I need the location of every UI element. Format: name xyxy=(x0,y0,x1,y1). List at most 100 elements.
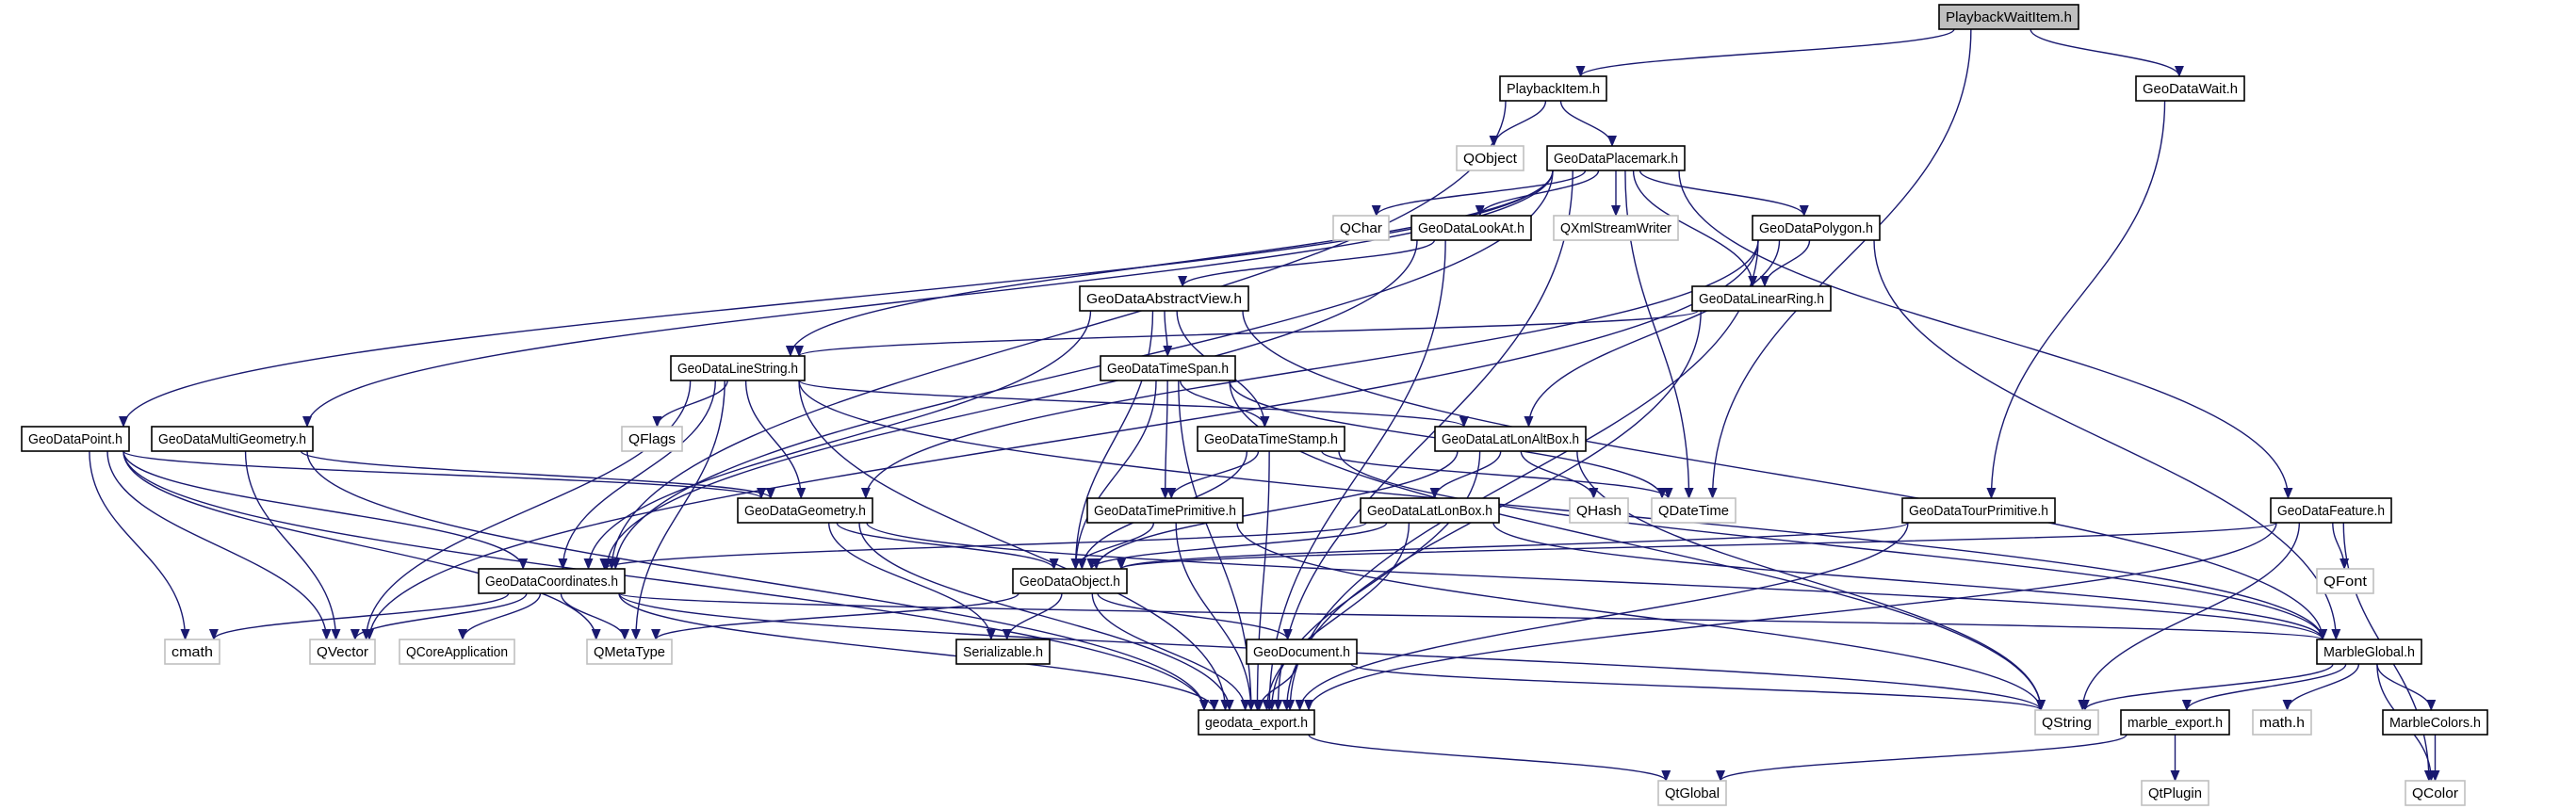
node-label: GeoDataAbstractView.h xyxy=(1086,291,1242,307)
node-box xyxy=(2135,75,2245,102)
node-geodatatimestamp-h[interactable]: GeoDataTimeStamp.h xyxy=(1197,426,1345,452)
node-geodatalinearring-h[interactable]: GeoDataLinearRing.h xyxy=(1691,285,1832,312)
edge-geodatalinearring-h-to-geodatalinestring-h xyxy=(794,310,1699,357)
edge-geodatacoordinates-h-to-qvector xyxy=(350,592,528,640)
node-box xyxy=(1456,145,1524,171)
node-label: GeoDataPoint.h xyxy=(28,431,122,447)
node-box xyxy=(1332,215,1390,241)
edge-geodatafeature-h-to-qstring xyxy=(2078,522,2301,711)
node-geodatacoordinates-h[interactable]: GeoDataCoordinates.h xyxy=(478,568,626,594)
node-marblecolors-h[interactable]: MarbleColors.h xyxy=(2382,709,2488,736)
node-geodatalatlonaltbox-h[interactable]: GeoDataLatLonAltBox.h xyxy=(1434,426,1587,452)
edge-geodatatimestamp-h-to-geodatatimeprimitive-h xyxy=(1166,450,1260,499)
node-label: GeoDocument.h xyxy=(1253,644,1350,660)
node-box xyxy=(1569,497,1629,524)
edge-geodatapolygon-h-to-geodatageometry-h xyxy=(860,239,1759,499)
edge-geodatapolygon-h-to-geodata-export-h xyxy=(1285,239,1759,711)
node-box xyxy=(1553,215,1679,241)
edge-geodataobject-h-to-serializable-h xyxy=(1002,592,1063,640)
node-label: MarbleGlobal.h xyxy=(2323,644,2415,660)
edge-geodatalatlonaltbox-h-to-qhash xyxy=(1520,450,1599,499)
edge-geodatalinestring-h-to-geodatacoordinates-h xyxy=(558,380,716,570)
node-geodataabstractview-h[interactable]: GeoDataAbstractView.h xyxy=(1079,285,1249,312)
node-geodatamultigeometry-h[interactable]: GeoDataMultiGeometry.h xyxy=(151,426,314,452)
edge-geodatalookat-h-to-geodatacoordinates-h xyxy=(602,239,1418,570)
edge-geodatapoint-h-to-geodatageometry-h xyxy=(122,450,766,499)
node-geodatalinestring-h[interactable]: GeoDataLineString.h xyxy=(670,355,806,381)
node-geodatawait-h[interactable]: GeoDataWait.h xyxy=(2135,75,2245,102)
node-qdatetime: QDateTime xyxy=(1651,497,1736,524)
edge-playbackwaititem-h-to-geodatawait-h xyxy=(2030,28,2184,77)
node-label: QVector xyxy=(317,644,368,660)
edge-geodatageometry-h-to-serializable-h xyxy=(828,522,996,640)
edge-geodatalatlonaltbox-h-to-qstring xyxy=(1576,450,2046,711)
node-box xyxy=(1546,145,1686,171)
edge-geodatapolygon-h-to-geodatalatlonaltbox-h xyxy=(1524,239,1781,428)
node-math-h: math.h xyxy=(2252,709,2312,736)
edge-geodatacoordinates-h-to-qmetatype xyxy=(560,592,630,640)
node-geodatafeature-h[interactable]: GeoDataFeature.h xyxy=(2270,497,2392,524)
node-label: PlaybackWaitItem.h xyxy=(1946,9,2072,25)
edge-geodataobject-h-to-qmetatype xyxy=(651,592,1019,640)
edge-geodatalatlonbox-h-to-marbleglobal-h xyxy=(1492,522,2327,640)
node-box xyxy=(478,568,626,594)
edge-geodatafeature-h-to-qfont xyxy=(2332,522,2350,570)
node-box xyxy=(2034,709,2099,736)
node-geodata-export-h[interactable]: geodata_export.h xyxy=(1198,709,1315,736)
node-marbleglobal-h[interactable]: MarbleGlobal.h xyxy=(2316,639,2422,665)
node-geodatageometry-h[interactable]: GeoDataGeometry.h xyxy=(737,497,873,524)
node-label: QFont xyxy=(2323,574,2368,590)
node-box xyxy=(2252,709,2312,736)
edge-geodatalinestring-h-to-qflags xyxy=(652,380,728,428)
node-playbackwaititem-h[interactable]: PlaybackWaitItem.h xyxy=(1938,4,2079,30)
edge-geodataplacemark-h-to-geodata-export-h xyxy=(1273,170,1573,711)
node-playbackitem-h[interactable]: PlaybackItem.h xyxy=(1499,75,1607,102)
node-label: QMetaType xyxy=(594,644,665,660)
node-label: GeoDataTourPrimitive.h xyxy=(1909,503,2048,519)
node-geodatatimespan-h[interactable]: GeoDataTimeSpan.h xyxy=(1100,355,1236,381)
node-qchar: QChar xyxy=(1332,215,1390,241)
node-qvector: QVector xyxy=(309,639,376,665)
edge-geodatalatlonaltbox-h-to-geodataobject-h xyxy=(1091,450,1459,570)
node-label: GeoDataLatLonAltBox.h xyxy=(1442,431,1579,447)
node-geodocument-h[interactable]: GeoDocument.h xyxy=(1246,639,1358,665)
node-label: QtGlobal xyxy=(1665,785,1720,801)
node-label: GeoDataObject.h xyxy=(1019,574,1120,590)
node-label: GeoDataTimePrimitive.h xyxy=(1094,503,1236,519)
edge-geodataplacemark-h-to-geodatamultigeometry-h xyxy=(302,170,1554,428)
edge-geodatatimestamp-h-to-geodata-export-h xyxy=(1252,450,1270,711)
node-box xyxy=(621,426,683,452)
node-geodatalookat-h[interactable]: GeoDataLookAt.h xyxy=(1410,215,1532,241)
edge-playbackitem-h-to-geodataplacemark-h xyxy=(1559,100,1617,147)
edge-geodataobject-h-to-geodata-export-h xyxy=(1091,592,1250,711)
edge-geodocument-h-to-geodata-export-h xyxy=(1254,663,1297,711)
node-box xyxy=(1410,215,1532,241)
edge-geodatatimeprimitive-h-to-geodata-export-h xyxy=(1175,522,1256,711)
node-geodatatimeprimitive-h[interactable]: GeoDataTimePrimitive.h xyxy=(1086,497,1244,524)
node-box xyxy=(2316,639,2422,665)
node-geodatapolygon-h[interactable]: GeoDataPolygon.h xyxy=(1752,215,1881,241)
node-geodatatourprimitive-h[interactable]: GeoDataTourPrimitive.h xyxy=(1901,497,2056,524)
node-label: GeoDataLinearRing.h xyxy=(1699,291,1824,307)
node-label: GeoDataTimeSpan.h xyxy=(1107,361,1229,377)
edge-geodatamultigeometry-h-to-qvector xyxy=(244,450,341,640)
node-label: Serializable.h xyxy=(963,644,1043,660)
edge-geodataabstractview-h-to-geodatatimespan-h xyxy=(1163,310,1173,357)
edge-playbackitem-h-to-qobject xyxy=(1489,100,1547,147)
node-box xyxy=(737,497,873,524)
node-geodatalatlonbox-h[interactable]: GeoDataLatLonBox.h xyxy=(1360,497,1500,524)
node-label: GeoDataMultiGeometry.h xyxy=(158,431,306,447)
node-geodatapoint-h[interactable]: GeoDataPoint.h xyxy=(21,426,130,452)
edge-geodataplacemark-h-to-geodatalookat-h xyxy=(1475,170,1600,217)
node-label: QChar xyxy=(1340,220,1382,236)
edge-geodatalatlonaltbox-h-to-geodatalatlonbox-h xyxy=(1429,450,1502,499)
node-box xyxy=(1752,215,1881,241)
node-label: GeoDataLatLonBox.h xyxy=(1367,503,1492,519)
edge-geodatatimespan-h-to-geodataobject-h xyxy=(1070,380,1157,570)
node-geodataplacemark-h[interactable]: GeoDataPlacemark.h xyxy=(1546,145,1686,171)
node-geodataobject-h[interactable]: GeoDataObject.h xyxy=(1012,568,1128,594)
node-serializable-h[interactable]: Serializable.h xyxy=(955,639,1051,665)
node-marble-export-h[interactable]: marble_export.h xyxy=(2120,709,2230,736)
edge-geodataplacemark-h-to-geodatapolygon-h xyxy=(1639,170,1809,217)
